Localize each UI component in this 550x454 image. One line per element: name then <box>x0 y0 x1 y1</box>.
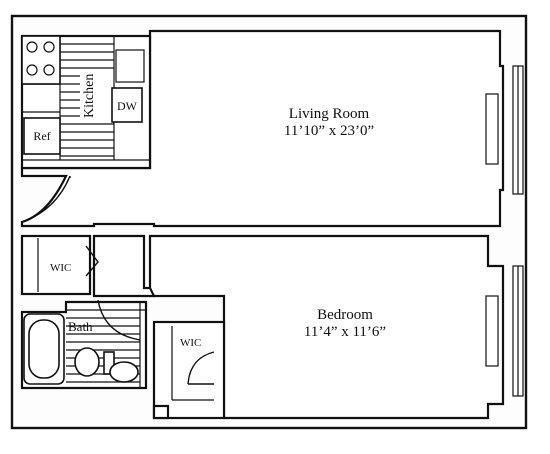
bath-door <box>97 299 141 341</box>
bedroom-wic <box>152 320 226 420</box>
left-wic <box>20 234 92 296</box>
stove-icon <box>21 35 61 85</box>
toilet-tank-icon <box>103 351 115 375</box>
left-wic-name: WIC <box>50 262 71 274</box>
refrigerator-label: Ref <box>33 129 50 143</box>
dishwasher-icon <box>111 87 143 123</box>
bedroom-dims: 11’4” x 11’6” <box>304 324 386 340</box>
toilet-icon <box>74 347 100 377</box>
bath-name: Bath <box>68 319 93 334</box>
living-room-dims: 11’10” x 23’0” <box>284 123 374 139</box>
bedroom-window <box>485 265 524 397</box>
kitchen-name: Kitchen <box>82 74 97 118</box>
living-room-name: Living Room <box>289 106 370 122</box>
column <box>152 404 170 420</box>
hallway <box>92 234 156 298</box>
bathtub-icon <box>23 313 65 385</box>
bedroom <box>148 234 505 420</box>
dishwasher-label: DW <box>117 99 138 113</box>
bedroom-wic-name: WIC <box>180 337 201 349</box>
left-wic-door <box>85 245 99 277</box>
sink-icon <box>109 361 139 383</box>
entry-door <box>21 175 71 223</box>
living-room-window <box>485 65 524 195</box>
bedroom-name: Bedroom <box>317 307 373 323</box>
refrigerator-icon <box>23 117 61 155</box>
